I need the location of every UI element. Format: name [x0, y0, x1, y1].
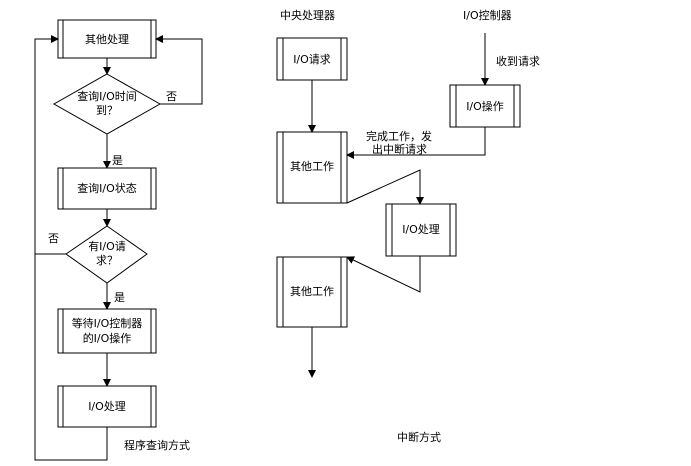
time-check-yes-label: 是	[112, 154, 123, 167]
other-work-2-label: 其他工作	[290, 285, 334, 298]
io-operation-label: I/O操作	[466, 99, 504, 113]
polling-method-flowchart: 其他处理 查询I/O时间 到？ 否 是 查询I/O状态 有I/O请 求？	[34, 19, 203, 461]
wait-io-controller-box: 等待I/O控制器 的I/O操作	[57, 308, 157, 354]
polling-method-caption: 程序查询方式	[124, 438, 190, 452]
interrupt-request-arrow	[346, 127, 486, 159]
request-check-label-line1: 有I/O请	[88, 239, 126, 253]
time-check-diamond: 查询I/O时间 到？	[52, 73, 162, 135]
arrow-to-io-handler	[346, 169, 424, 205]
return-to-other-work-arrow	[346, 256, 421, 293]
wait-io-label-line1: 等待I/O控制器	[72, 316, 143, 330]
io-operation-box: I/O操作	[449, 84, 521, 128]
complete-work-label-line2: 出中断请求	[372, 142, 427, 156]
interrupt-method-flowchart: 中央处理器 I/O控制器 I/O请求 收到请求 I/O操作 完成工作，发 出中断…	[276, 8, 540, 444]
other-processing-box: 其他处理	[57, 19, 157, 59]
io-processing-label: I/O处理	[88, 400, 126, 413]
io-controller-title: I/O控制器	[463, 8, 512, 22]
time-check-no-label: 否	[166, 90, 177, 103]
request-check-no-loop	[34, 35, 66, 255]
time-check-label-line2: 到？	[96, 104, 118, 117]
other-work-box-1: 其他工作	[276, 131, 348, 204]
io-processing-box: I/O处理	[57, 385, 157, 428]
cpu-title: 中央处理器	[280, 9, 335, 22]
complete-work-label-line1: 完成工作，发	[366, 129, 432, 143]
request-check-diamond: 有I/O请 求？	[65, 225, 148, 284]
query-io-status-label: 查询I/O状态	[77, 181, 137, 195]
interrupt-method-caption: 中断方式	[397, 430, 441, 444]
io-request-label: I/O请求	[293, 53, 331, 66]
other-processing-label: 其他处理	[85, 33, 129, 46]
wait-io-label-line2: 的I/O操作	[83, 331, 132, 345]
query-io-status-box: 查询I/O状态	[57, 167, 157, 210]
request-check-yes-label: 是	[114, 291, 125, 304]
other-work-1-label: 其他工作	[290, 160, 334, 173]
io-handler-label: I/O处理	[402, 223, 440, 236]
time-check-no-loop	[155, 35, 203, 105]
other-work-box-2: 其他工作	[276, 256, 348, 328]
io-processing-return-loop	[34, 254, 108, 461]
io-handler-box: I/O处理	[385, 203, 457, 257]
io-request-box: I/O请求	[276, 37, 348, 81]
request-check-no-label: 否	[48, 232, 59, 245]
request-check-label-line2: 求？	[96, 254, 118, 267]
time-check-label-line1: 查询I/O时间	[77, 89, 137, 103]
receive-request-label: 收到请求	[496, 54, 540, 68]
